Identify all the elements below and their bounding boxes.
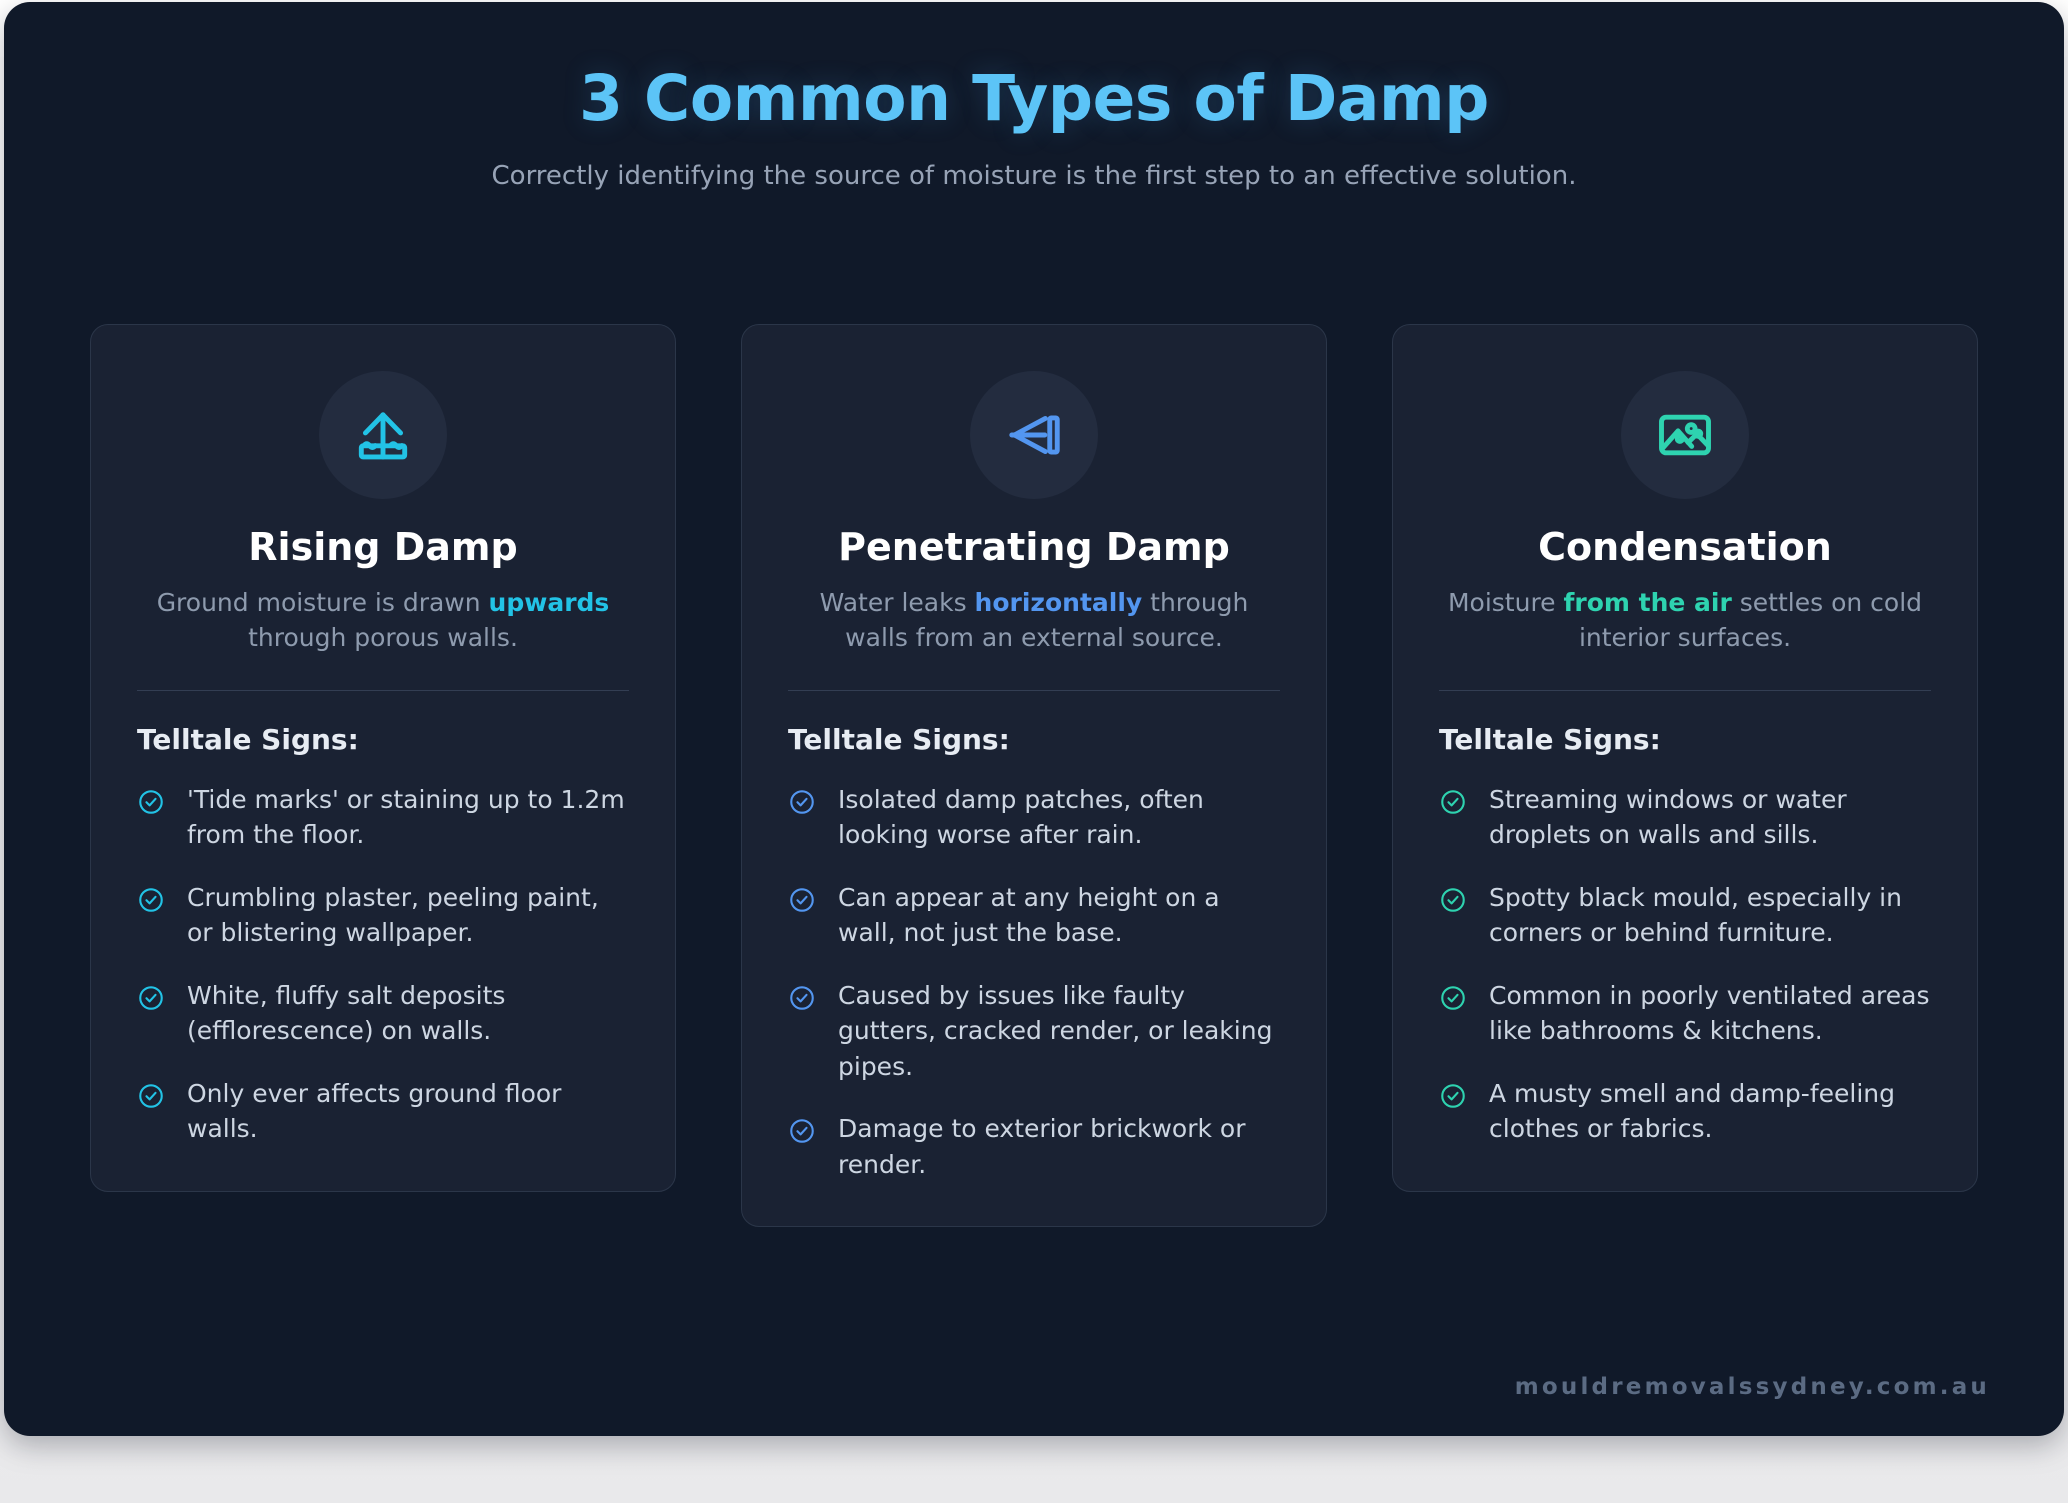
infographic-panel: 3 Common Types of Damp Correctly identif… [4,2,2064,1436]
list-item: Common in poorly ventilated areas like b… [1439,978,1931,1049]
divider [137,689,629,691]
desc-pre: Ground moisture is drawn [156,587,489,617]
icon-wrap [137,371,629,499]
card-title: Rising Damp [248,525,518,569]
sign-text: Can appear at any height on a wall, not … [838,882,1220,948]
icon-circle [319,371,447,499]
list-item: Caused by issues like faulty gutters, cr… [788,978,1280,1085]
desc-post: through walls from an external source. [845,587,1249,653]
icon-wrap [1439,371,1931,499]
check-circle-icon [1439,788,1467,816]
card-rising-damp: Rising Damp Ground moisture is drawn upw… [90,324,676,1192]
check-circle-icon [788,984,816,1012]
check-circle-icon [1439,984,1467,1012]
signs-heading: Telltale Signs: [1439,722,1661,756]
footer-brand: mouldremovalssydney.com.au [1514,1374,1990,1400]
sign-text: 'Tide marks' or staining up to 1.2m from… [187,784,625,850]
signs-list: Isolated damp patches, often looking wor… [788,782,1280,1183]
card-description: Water leaks horizontally through walls f… [788,585,1280,656]
penetrating-damp-icon [1003,404,1065,466]
card-penetrating-damp: Penetrating Damp Water leaks horizontall… [741,324,1327,1228]
icon-wrap [788,371,1280,499]
sign-text: A musty smell and damp-feeling clothes o… [1489,1078,1895,1144]
sign-text: Common in poorly ventilated areas like b… [1489,980,1930,1046]
check-circle-icon [137,984,165,1012]
card-title: Penetrating Damp [838,525,1230,569]
sign-text: Isolated damp patches, often looking wor… [838,784,1204,850]
desc-pre: Moisture [1447,587,1564,617]
list-item: Only ever affects ground floor walls. [137,1076,629,1147]
page-subtitle: Correctly identifying the source of mois… [491,160,1577,191]
page-title: 3 Common Types of Damp [579,62,1489,135]
list-item: Can appear at any height on a wall, not … [788,880,1280,951]
sign-text: White, fluffy salt deposits (efflorescen… [187,980,506,1046]
sign-text: Only ever affects ground floor walls. [187,1078,562,1144]
condensation-icon [1654,404,1716,466]
check-circle-icon [137,1082,165,1110]
desc-pre: Water leaks [819,587,975,617]
signs-heading: Telltale Signs: [137,722,359,756]
list-item: Spotty black mould, especially in corner… [1439,880,1931,951]
list-item: Damage to exterior brickwork or render. [788,1111,1280,1182]
desc-highlight: horizontally [974,587,1143,617]
icon-circle [970,371,1098,499]
desc-post: settles on cold interior surfaces. [1578,587,1923,653]
card-title: Condensation [1538,525,1832,569]
check-circle-icon [788,788,816,816]
list-item: A musty smell and damp-feeling clothes o… [1439,1076,1931,1147]
sign-text: Caused by issues like faulty gutters, cr… [838,980,1273,1081]
list-item: Isolated damp patches, often looking wor… [788,782,1280,853]
check-circle-icon [1439,886,1467,914]
header: 3 Common Types of Damp Correctly identif… [4,2,2064,194]
check-circle-icon [137,886,165,914]
sign-text: Crumbling plaster, peeling paint, or bli… [187,882,599,948]
card-description: Moisture from the air settles on cold in… [1439,585,1931,656]
divider [1439,689,1931,691]
list-item: Crumbling plaster, peeling paint, or bli… [137,880,629,951]
desc-post: through porous walls. [248,623,518,653]
sign-text: Damage to exterior brickwork or render. [838,1114,1246,1179]
check-circle-icon [137,788,165,816]
icon-circle [1621,371,1749,499]
signs-heading: Telltale Signs: [788,722,1010,756]
list-item: White, fluffy salt deposits (efflorescen… [137,978,629,1049]
signs-list: Streaming windows or water droplets on w… [1439,782,1931,1147]
divider [788,689,1280,691]
check-circle-icon [788,886,816,914]
check-circle-icon [1439,1082,1467,1110]
check-circle-icon [788,1117,816,1145]
signs-list: 'Tide marks' or staining up to 1.2m from… [137,782,629,1147]
cards-row: Rising Damp Ground moisture is drawn upw… [90,324,1978,1228]
list-item: 'Tide marks' or staining up to 1.2m from… [137,782,629,853]
sign-text: Streaming windows or water droplets on w… [1489,784,1847,850]
list-item: Streaming windows or water droplets on w… [1439,782,1931,853]
card-condensation: Condensation Moisture from the air settl… [1392,324,1978,1192]
card-description: Ground moisture is drawn upwards through… [137,585,629,656]
sign-text: Spotty black mould, especially in corner… [1489,882,1902,948]
rising-damp-icon [352,404,414,466]
desc-highlight: upwards [488,587,610,617]
desc-highlight: from the air [1563,587,1732,617]
